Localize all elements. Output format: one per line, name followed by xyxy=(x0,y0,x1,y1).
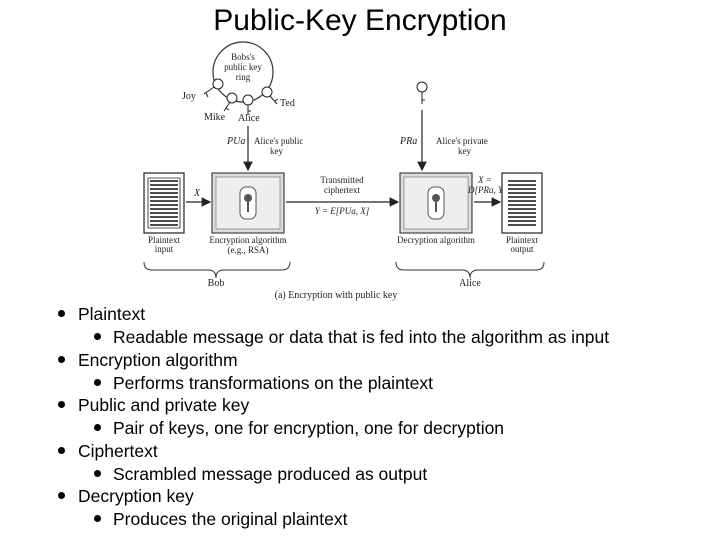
x-label: X xyxy=(193,188,201,199)
encryption-algorithm-line1: Encryption algorithm xyxy=(209,235,286,245)
alice-label: Alice xyxy=(459,278,481,289)
x-output-label: X = xyxy=(477,175,492,185)
alice-brace xyxy=(395,261,545,279)
key-ring-label-line2: public key xyxy=(224,62,262,72)
plaintext-input-line1: Plaintext xyxy=(148,235,180,245)
bullet-item: Decryption key Produces the original pla… xyxy=(54,486,694,532)
bob-brace xyxy=(143,261,291,279)
sub-bullet-dot xyxy=(94,333,101,340)
sub-bullet-dot xyxy=(94,424,101,431)
bullet-main: Encryption algorithm xyxy=(78,349,238,370)
plaintext-output-document xyxy=(501,172,543,234)
bullet-main: Public and private key xyxy=(78,395,250,415)
name-joy: Joy xyxy=(182,91,196,102)
plaintext-input-document xyxy=(143,172,185,234)
transmitted-line2: ciphertext xyxy=(324,185,360,195)
transmitted-line1: Transmitted xyxy=(320,175,364,185)
slide-title: Public-Key Encryption xyxy=(213,4,507,37)
bullet-main: Decryption key xyxy=(78,486,194,506)
alice-private-key-line2: key xyxy=(458,146,471,156)
bullet-sub: Scrambled message produced as output xyxy=(113,463,428,484)
alice-private-key-line1: Alice's private xyxy=(436,136,488,146)
key-alice-icon xyxy=(242,94,254,115)
key-ring-group: Bobs's public key ring Joy Mike Alice Te… xyxy=(182,41,295,124)
bullet-sub: Pair of keys, one for encryption, one fo… xyxy=(113,418,505,438)
plaintext-output-line1: Plaintext xyxy=(506,235,538,245)
encryption-algorithm-line2: (e.g., RSA) xyxy=(228,245,269,255)
plaintext-input-line2: input xyxy=(155,244,174,254)
d-expression: D[PRa, Y] xyxy=(467,185,507,195)
alice-public-key-line1: Alice's public xyxy=(254,136,303,146)
private-key-icon xyxy=(416,81,428,104)
decryption-algorithm-label: Decryption algorithm xyxy=(397,235,475,245)
name-alice: Alice xyxy=(238,113,260,124)
encryption-box xyxy=(211,172,285,234)
bullet-item: Ciphertext Scrambled message produced as… xyxy=(54,441,694,487)
key-joy-icon xyxy=(203,78,224,98)
bob-label: Bob xyxy=(208,278,225,289)
name-mike: Mike xyxy=(204,112,226,123)
public-key-encryption-diagram: Bobs's public key ring Joy Mike Alice Te… xyxy=(143,41,545,301)
sub-bullet-dot xyxy=(94,515,101,522)
key-ring-label-line1: Bobs's xyxy=(231,52,255,62)
decryption-box xyxy=(399,172,473,234)
bullet-sub: Performs transformations on the plaintex… xyxy=(113,372,434,393)
bullet-main: Ciphertext xyxy=(78,440,158,461)
bullet-item: Plaintext Readable message or data that … xyxy=(54,304,694,350)
plaintext-output-line2: output xyxy=(510,244,534,254)
key-mike-icon xyxy=(223,92,238,112)
name-ted: Ted xyxy=(280,98,295,109)
pu-label: PUa xyxy=(226,136,245,147)
key-ted-icon xyxy=(261,86,279,105)
bullet-sub: Produces the original plaintext xyxy=(113,509,348,529)
bullet-dot xyxy=(58,492,65,499)
bullet-dot xyxy=(58,355,65,363)
alice-public-key-line2: key xyxy=(270,146,283,156)
pr-label: PRa xyxy=(399,136,417,147)
sub-bullet-dot xyxy=(94,378,101,386)
y-expression: Y = E[PUa, X] xyxy=(315,206,370,216)
key-ring-label-line3: ring xyxy=(236,72,251,82)
bullet-main: Plaintext xyxy=(78,304,146,324)
sub-bullet-dot xyxy=(94,469,101,477)
diagram-caption: (a) Encryption with public key xyxy=(275,290,398,301)
bullet-dot xyxy=(58,401,65,408)
bullet-dot xyxy=(58,310,65,317)
bullet-sub: Readable message or data that is fed int… xyxy=(113,327,610,347)
bullet-list: Plaintext Readable message or data that … xyxy=(54,304,694,532)
bullet-item: Public and private key Pair of keys, one… xyxy=(54,395,694,441)
bullet-item: Encryption algorithm Performs transforma… xyxy=(54,350,694,396)
bullet-dot xyxy=(58,446,65,454)
